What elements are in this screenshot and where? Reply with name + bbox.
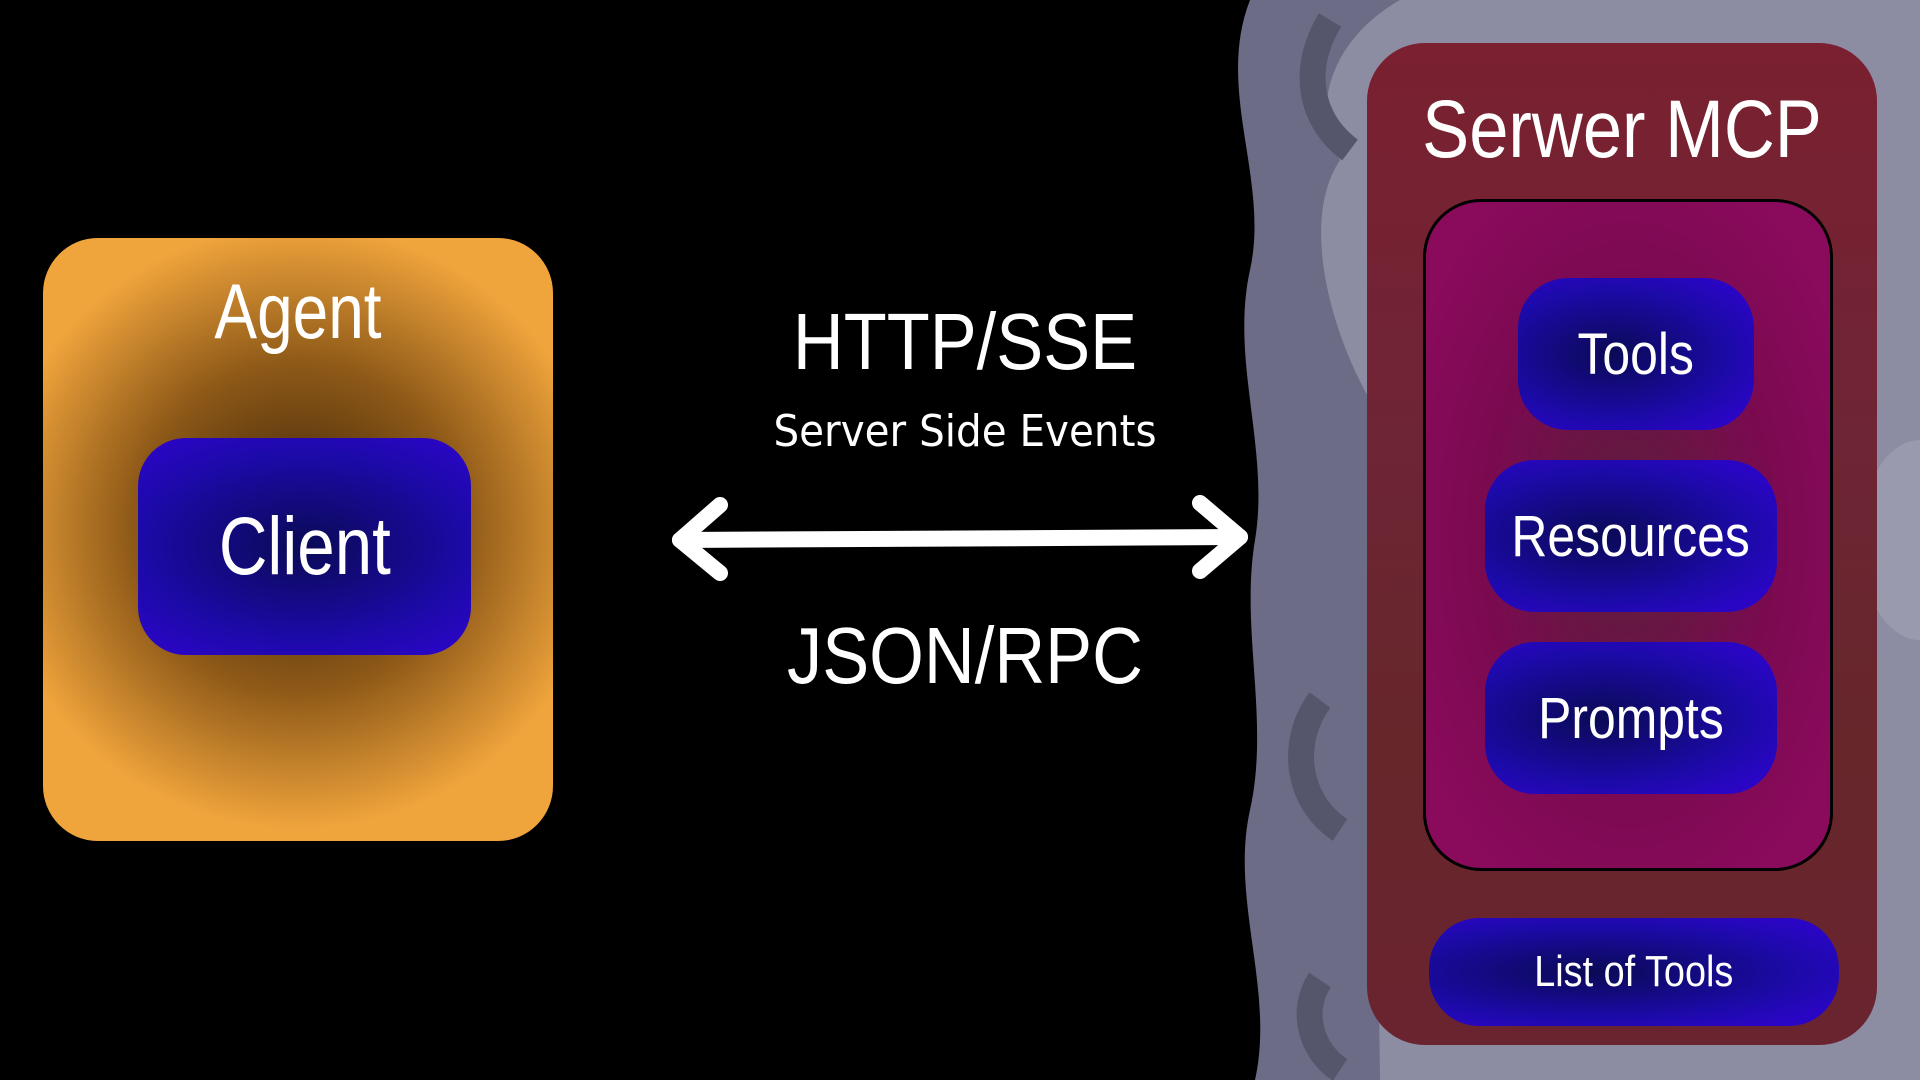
arrow-shaft <box>672 529 1248 548</box>
client-label: Client <box>218 500 391 592</box>
prompts-label: Prompts <box>1538 685 1724 751</box>
server-title: Serwer MCP <box>1422 84 1822 175</box>
prompts-pill: Prompts <box>1485 642 1777 794</box>
agent-title: Agent <box>214 267 382 355</box>
arrow-head-left <box>672 497 728 581</box>
protocol-label: HTTP/SSE <box>792 297 1138 386</box>
wave-blob <box>1296 972 1348 1080</box>
resources-pill: Resources <box>1485 460 1777 612</box>
capabilities-box: Tools Resources Prompts <box>1423 199 1833 871</box>
tools-label: Tools <box>1577 321 1695 387</box>
format-label: JSON/RPC <box>787 611 1143 700</box>
agent-box: Agent Client <box>43 238 553 841</box>
tools-pill: Tools <box>1518 278 1754 430</box>
resources-label: Resources <box>1511 503 1751 569</box>
list-of-tools-pill: List of Tools <box>1429 918 1839 1026</box>
client-box: Client <box>138 438 471 655</box>
wave-blob <box>1288 692 1348 841</box>
arrow-head-right <box>1192 495 1248 579</box>
server-box: Serwer MCP Tools Resources Prompts List … <box>1367 43 1877 1045</box>
protocol-description: Server Side Events <box>773 406 1157 457</box>
wave-blob <box>1299 13 1359 161</box>
double-headed-arrow-icon <box>672 495 1248 581</box>
list-of-tools-label: List of Tools <box>1534 947 1734 996</box>
